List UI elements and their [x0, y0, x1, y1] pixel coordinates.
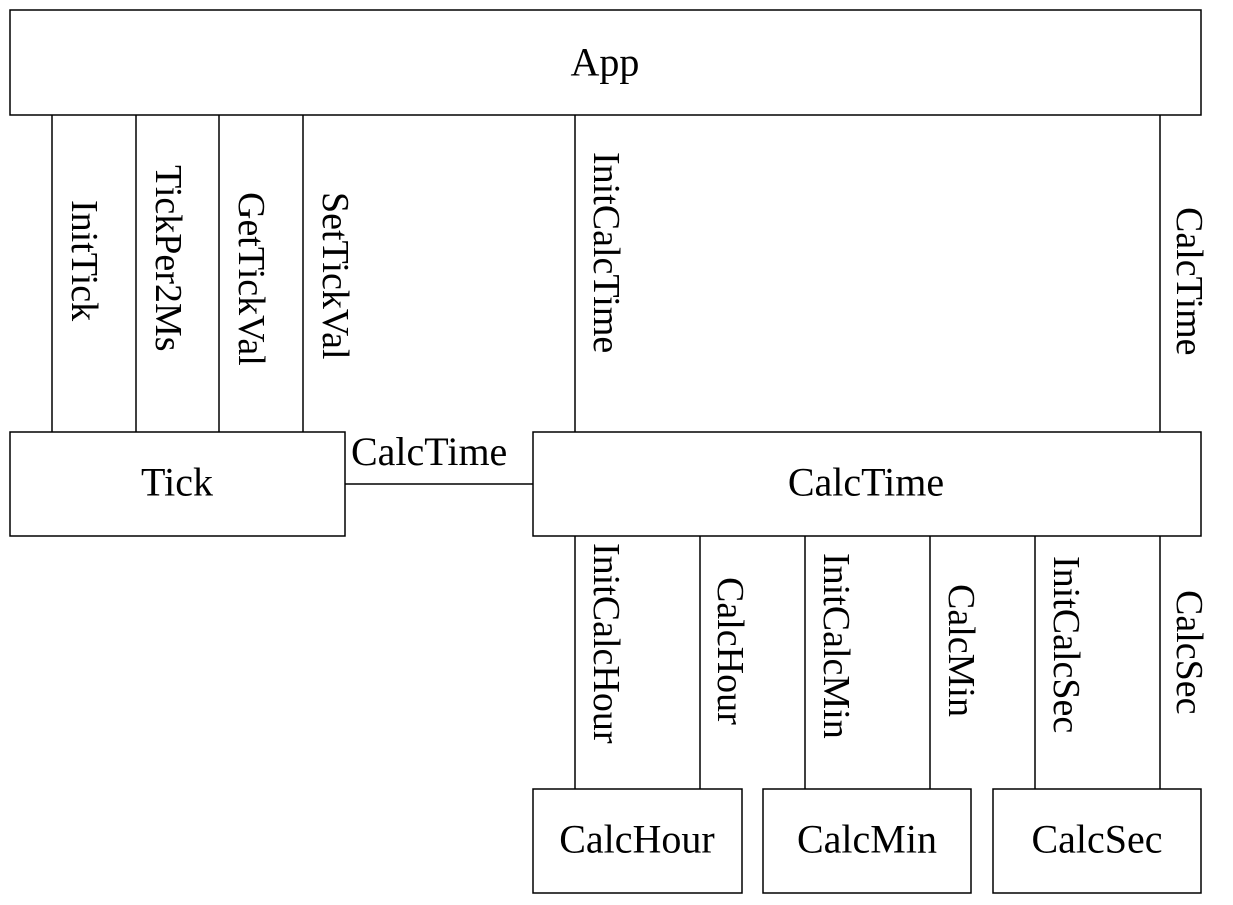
module-calc-sec: CalcSec: [992, 788, 1202, 894]
interface-label-init-tick: InitTick: [63, 200, 105, 321]
module-app: App: [9, 9, 1202, 116]
interface-label-calc-hour: CalcHour: [709, 577, 751, 725]
interface-label-set-tick-val: SetTickVal: [314, 192, 356, 360]
interface-label-init-calc-hour: InitCalcHour: [585, 543, 627, 744]
interface-label-calc-time: CalcTime: [1168, 207, 1210, 356]
interface-label-calc-sec: CalcSec: [1168, 590, 1210, 715]
interface-label-init-calc-time: InitCalcTime: [585, 152, 627, 353]
interface-label-init-calc-min: InitCalcMin: [815, 553, 857, 739]
module-tick-label: Tick: [141, 460, 213, 505]
interface-label-get-tick-val: GetTickVal: [230, 192, 272, 366]
interface-label-init-calc-sec: InitCalcSec: [1045, 556, 1087, 733]
interface-label-tick-per-2ms: TickPer2Ms: [147, 165, 189, 352]
module-calc-time: CalcTime: [532, 431, 1202, 537]
interface-label-calc-min: CalcMin: [940, 584, 982, 717]
module-calc-time-label: CalcTime: [788, 460, 944, 505]
interface-label-tick-to-calc-time: CalcTime: [351, 429, 507, 474]
module-app-label: App: [571, 40, 640, 85]
module-calc-hour: CalcHour: [532, 788, 743, 894]
module-calc-hour-label: CalcHour: [559, 817, 715, 862]
module-calc-min: CalcMin: [762, 788, 972, 894]
module-calc-sec-label: CalcSec: [1031, 817, 1162, 862]
module-calc-min-label: CalcMin: [797, 817, 937, 862]
module-tick: Tick: [9, 431, 346, 537]
